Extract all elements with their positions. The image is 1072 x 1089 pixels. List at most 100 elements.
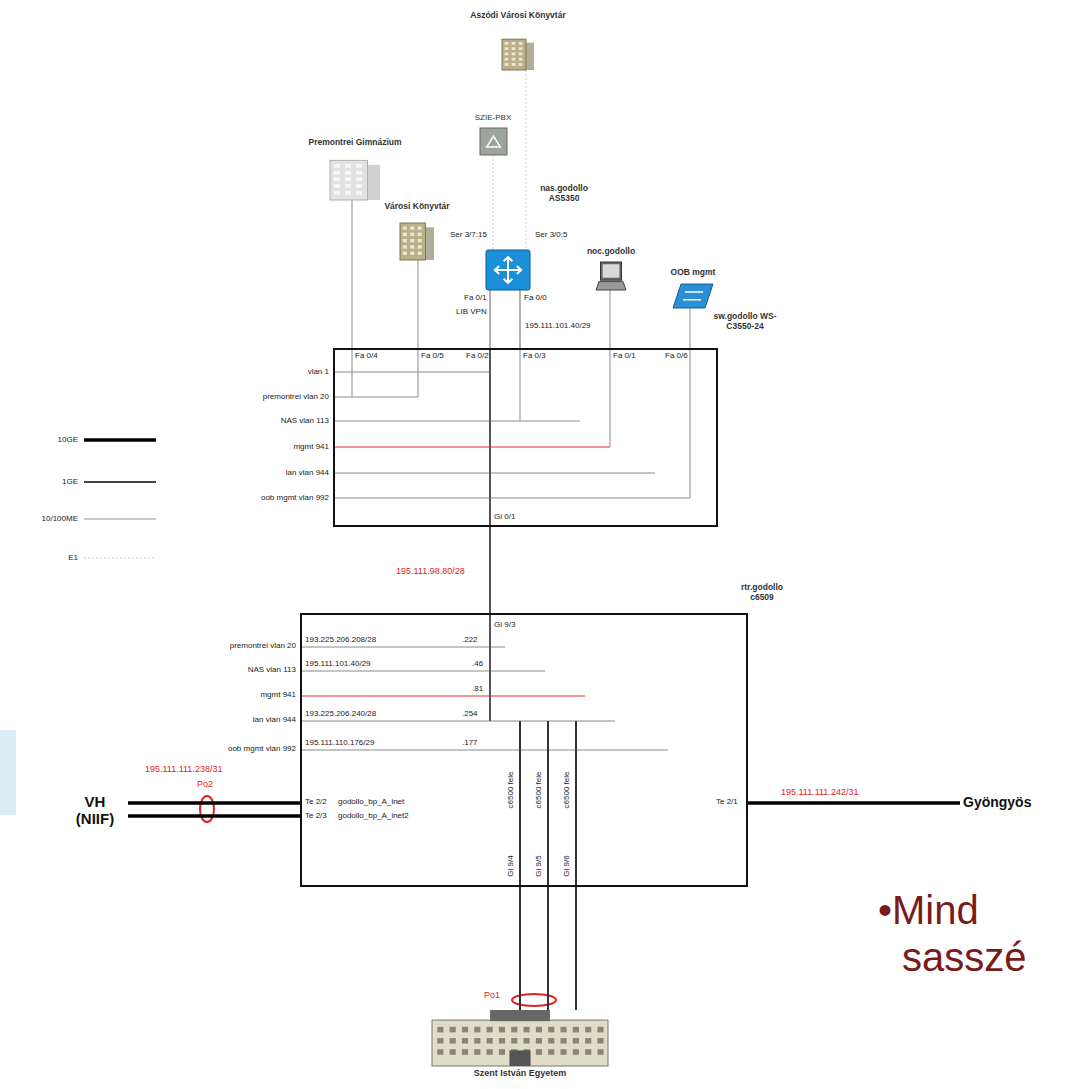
port-label: c6500 fele bbox=[562, 772, 571, 809]
library-building-icon bbox=[400, 218, 434, 260]
port-label: Te 2/3 bbox=[305, 811, 327, 820]
port-label: Gi 9/3 bbox=[494, 620, 515, 629]
legend-line bbox=[84, 438, 156, 442]
subnet-label: 195.111.98.80/28 bbox=[395, 566, 466, 576]
university-building-icon bbox=[432, 1010, 608, 1066]
vlan-label: NAS vlan 113 bbox=[248, 665, 296, 674]
network-link bbox=[689, 308, 690, 348]
library-building-icon bbox=[502, 35, 534, 70]
vlan-label: vlan 1 bbox=[308, 367, 329, 376]
port-label: 195.111.101.40/29 bbox=[305, 659, 371, 668]
node-title: rtr.godollo c6509 bbox=[731, 583, 793, 603]
legend-text: 10GE bbox=[58, 435, 78, 444]
bldg-shape bbox=[330, 160, 380, 200]
port-label: godollo_bp_A_inet2 bbox=[338, 811, 409, 820]
network-link bbox=[128, 814, 300, 818]
port-label: .177 bbox=[462, 738, 478, 747]
port-label: Te 2/1 bbox=[716, 797, 738, 806]
network-link bbox=[519, 887, 521, 1010]
port-label: 195.111.111.238/31 bbox=[145, 764, 222, 774]
legend-text: 1GE bbox=[62, 477, 78, 486]
legend-line bbox=[84, 481, 156, 483]
legend-text: E1 bbox=[68, 553, 78, 562]
university-building: Szent István Egyetem bbox=[432, 1010, 608, 1066]
node-title: sw.godollo WS-C3550-24 bbox=[709, 312, 781, 332]
network-link bbox=[519, 290, 520, 348]
network-link bbox=[489, 527, 491, 613]
port-label: Gi 9/4 bbox=[506, 855, 515, 876]
port-label: Gi 9/6 bbox=[562, 855, 571, 876]
port-label: Ser 3/0:5 bbox=[535, 230, 567, 239]
switch-vlan-lines bbox=[335, 350, 690, 525]
port-label: c6500 fele bbox=[506, 772, 515, 809]
node-title: SZIE-PBX bbox=[475, 113, 511, 122]
library-building: Aszódi Városi Könyvtár bbox=[502, 35, 534, 70]
mgmt-vlan-line bbox=[302, 696, 585, 697]
port-label: 193.225.206.208/28 bbox=[305, 635, 376, 644]
node-title: Aszódi Városi Könyvtár bbox=[470, 11, 565, 21]
port-label: Fa 0/3 bbox=[523, 351, 546, 360]
library-building: Városi Könyvtár bbox=[400, 218, 434, 260]
network-link bbox=[526, 70, 527, 250]
port-label: .81 bbox=[472, 684, 483, 693]
uni-shape bbox=[432, 1010, 608, 1066]
pbx-device-icon bbox=[480, 128, 507, 155]
bld-shape bbox=[400, 223, 434, 260]
node-title: nas.godollo AS5350 bbox=[534, 184, 594, 204]
vlan-label: mgmt 941 bbox=[260, 690, 296, 699]
port-label: Fa 0/6 bbox=[665, 351, 688, 360]
pbx-shape bbox=[480, 128, 507, 155]
school-building-icon bbox=[330, 155, 380, 200]
port-channel-ring bbox=[512, 994, 556, 1006]
port-label: Fa 0/4 bbox=[355, 351, 378, 360]
access-server: nas.godollo AS5350 bbox=[486, 250, 530, 290]
node-title: Premontrei Gimnázium bbox=[308, 138, 401, 148]
slide-decoration bbox=[0, 730, 16, 815]
network-link bbox=[547, 887, 549, 1010]
port-label: Fa 0/0 bbox=[524, 293, 547, 302]
slide-text: •Mind bbox=[878, 888, 979, 932]
port-label: 193.225.206.240/28 bbox=[305, 709, 376, 718]
port-label: LIB VPN bbox=[456, 307, 487, 316]
vlan-label: oob mgmt vlan 992 bbox=[261, 493, 329, 502]
port-label: .222 bbox=[462, 635, 478, 644]
network-link bbox=[351, 200, 353, 348]
port-label: .46 bbox=[472, 659, 483, 668]
legend-text: 10/100ME bbox=[42, 514, 78, 523]
port-label: Fa 0/2 bbox=[466, 351, 489, 360]
router-shape bbox=[486, 250, 530, 290]
uplink-endpoint: Gyöngyös bbox=[960, 794, 1034, 810]
port-label: Fa 0/5 bbox=[421, 351, 444, 360]
uplink-endpoint: VH (NIIF) bbox=[62, 793, 128, 828]
vlan-label: oob mgmt vlan 992 bbox=[228, 744, 296, 753]
node-title: noc.godollo bbox=[587, 247, 635, 257]
port-label: .254 bbox=[462, 709, 478, 718]
node-title: OOB mgmt bbox=[671, 268, 716, 278]
router-box: rtr.godollo c6509 bbox=[300, 613, 748, 887]
noc-laptop: noc.godollo bbox=[596, 262, 626, 290]
vlan-label: premontrei vlan 20 bbox=[263, 392, 329, 401]
network-link bbox=[748, 801, 960, 805]
router-vlan-lines bbox=[302, 615, 668, 885]
legend-line bbox=[84, 518, 156, 520]
port-label: godollo_bp_A_inet bbox=[338, 797, 404, 806]
access-server-icon bbox=[486, 250, 530, 290]
vlan-label: lan vlan 944 bbox=[286, 468, 329, 477]
switch-shape bbox=[673, 284, 713, 308]
port-label: Ser 3/7:15 bbox=[450, 230, 487, 239]
vlan-label: NAS vlan 113 bbox=[281, 416, 329, 425]
port-label: Po2 bbox=[197, 779, 213, 789]
node-title: VH (NIIF) bbox=[62, 793, 128, 828]
oob-switch: OOB mgmt bbox=[673, 284, 713, 308]
vlan-label: lan vlan 944 bbox=[253, 715, 296, 724]
pbx-device: SZIE-PBX bbox=[480, 128, 507, 155]
port-channel-ring bbox=[200, 796, 214, 822]
vlan-label: mgmt 941 bbox=[293, 442, 329, 451]
switch-box: sw.godollo WS-C3550-24 bbox=[333, 348, 718, 527]
legend-line bbox=[84, 558, 156, 559]
oob-switch-icon bbox=[673, 284, 713, 308]
mgmt-vlan-line bbox=[335, 447, 610, 448]
port-label: Fa 0/1 bbox=[464, 293, 487, 302]
laptop-shape bbox=[596, 262, 626, 290]
